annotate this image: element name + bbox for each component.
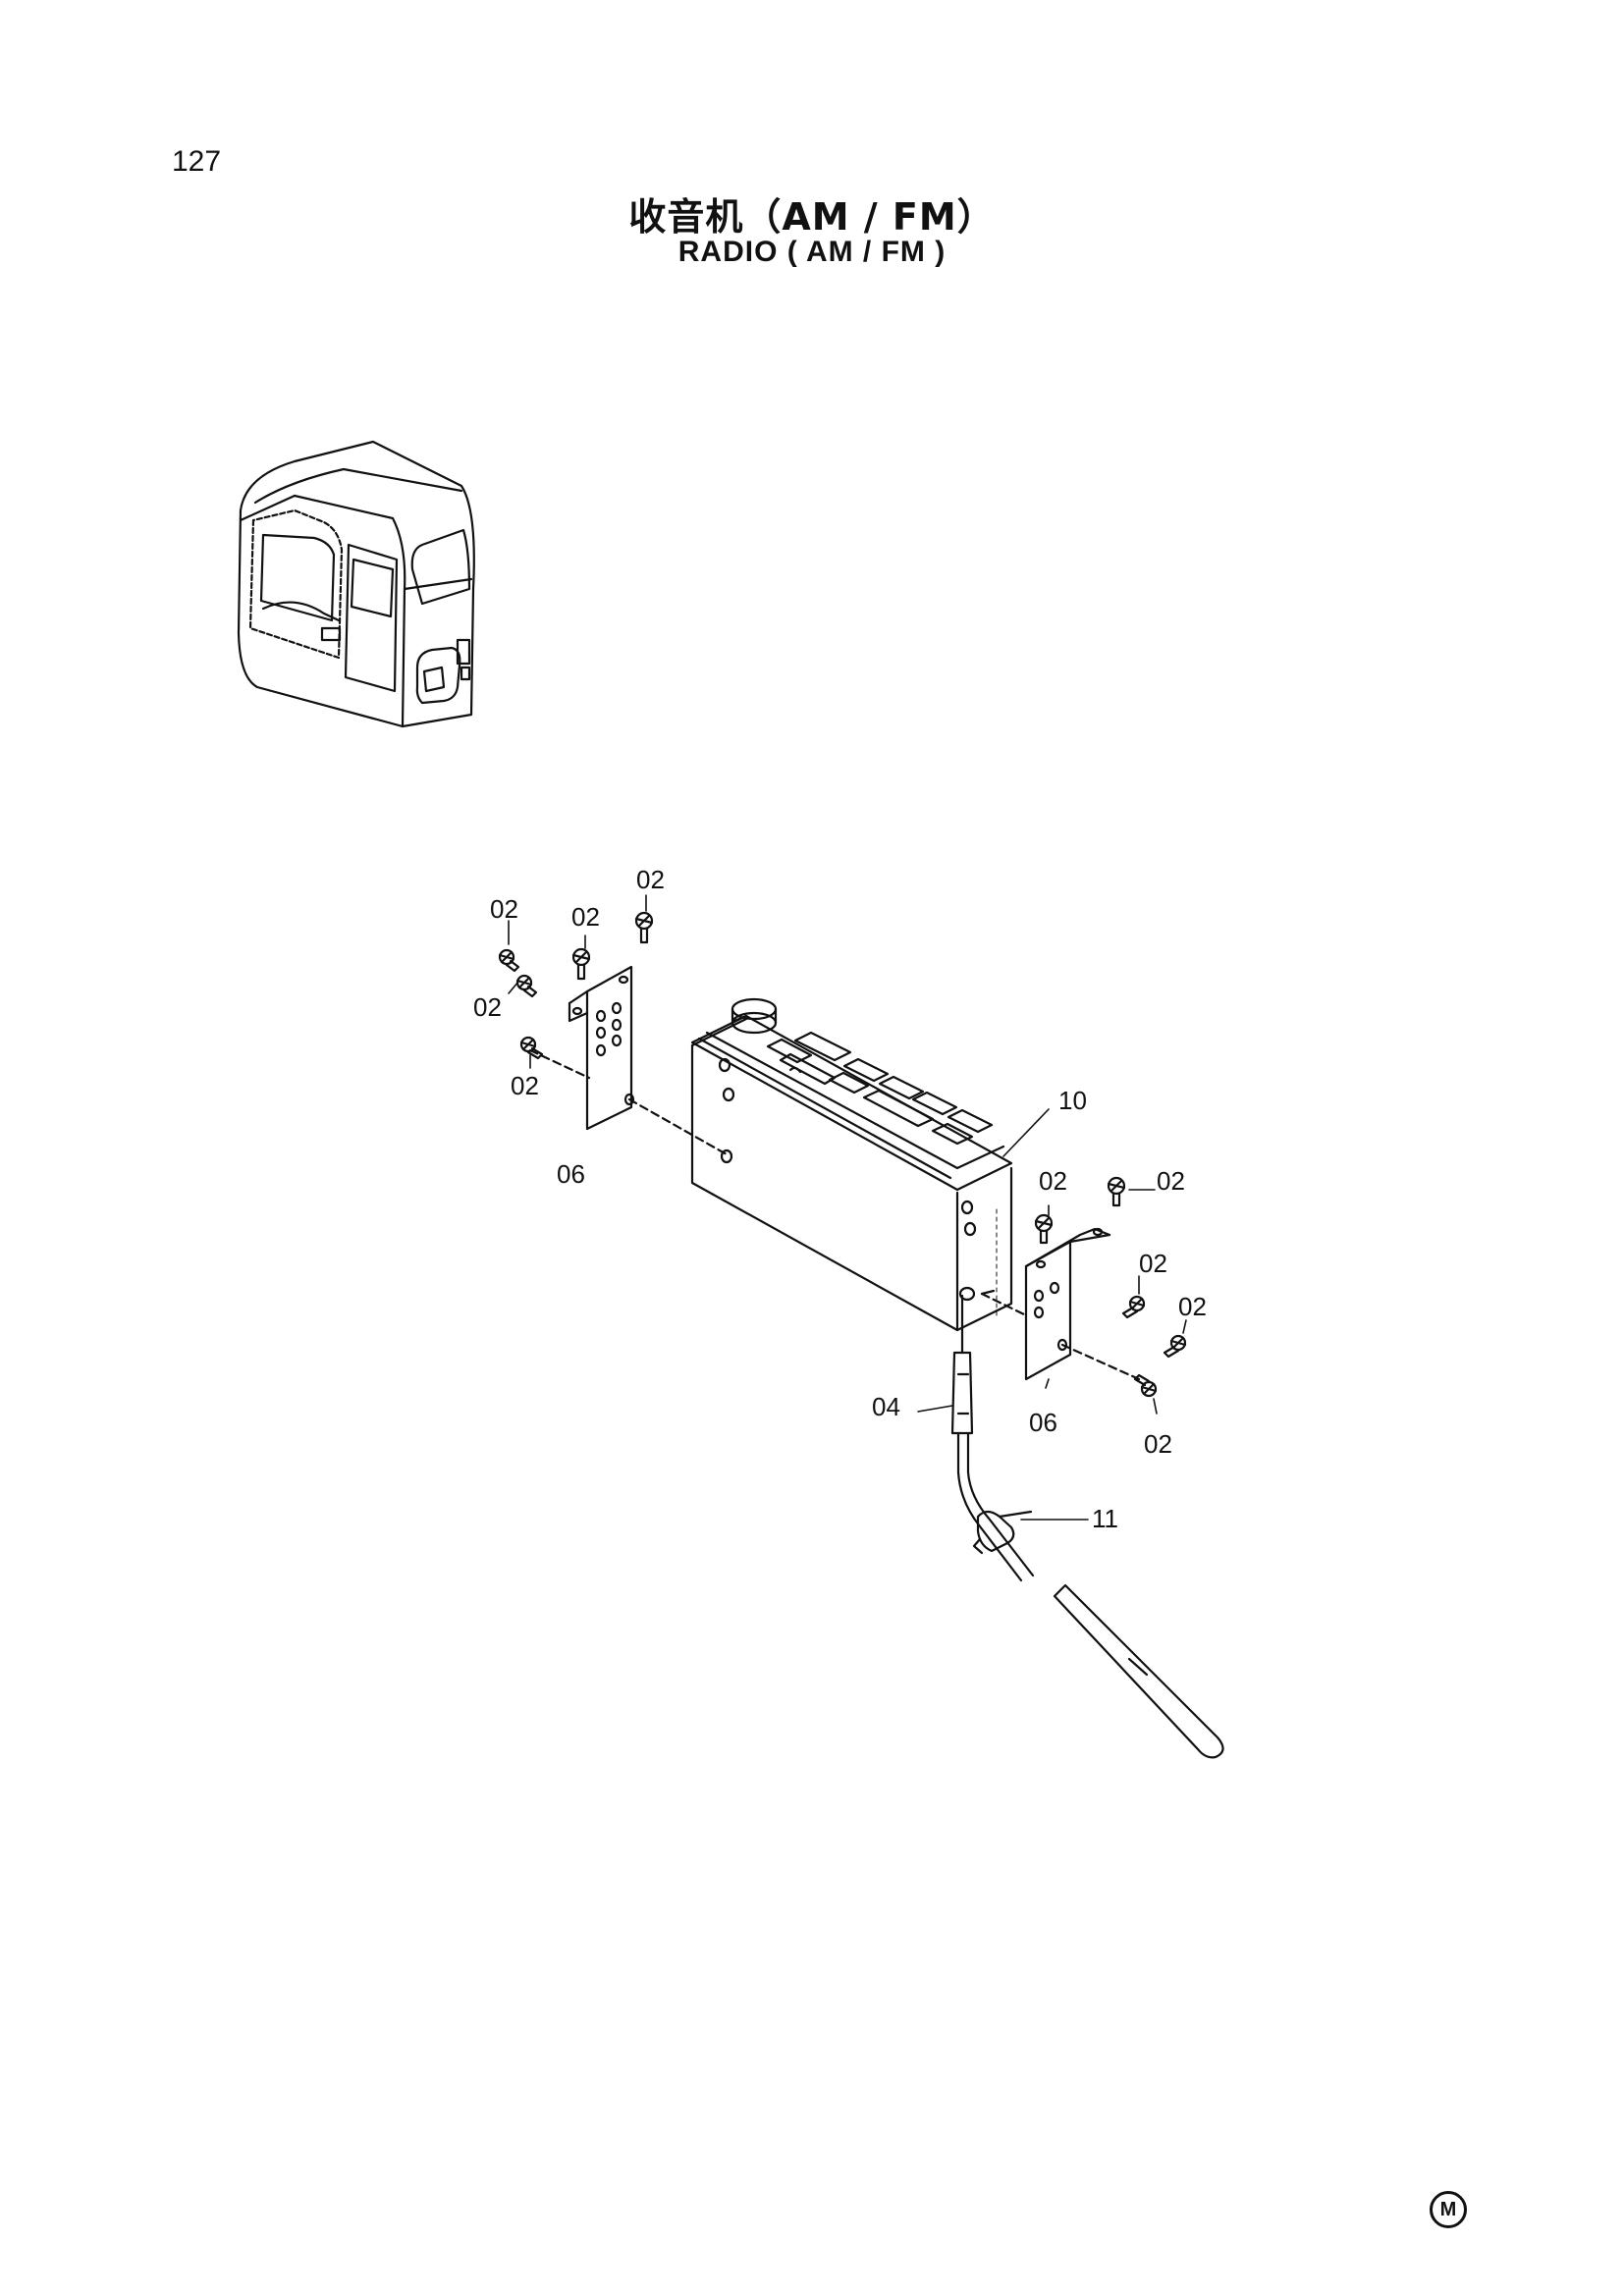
callout-label: 11 <box>1092 1504 1118 1533</box>
screw-fasteners <box>498 911 1187 1398</box>
callout-label: 06 <box>557 1159 585 1189</box>
right-bracket <box>980 1227 1141 1381</box>
callout-label: 02 <box>490 894 518 924</box>
radio-unit <box>690 997 1013 1332</box>
callout-label: 02 <box>1157 1166 1185 1196</box>
callout-label: 02 <box>473 992 502 1022</box>
antenna-cable <box>950 1294 1224 1759</box>
cable-clamp <box>972 1510 1033 1555</box>
leader-lines <box>508 894 1187 1521</box>
callout-label: 02 <box>1139 1249 1167 1278</box>
left-bracket <box>528 965 729 1156</box>
callout-label: 02 <box>1039 1166 1067 1196</box>
callout-label: 02 <box>1144 1429 1172 1459</box>
page-title-chinese: 收音机（AM / FM） <box>628 195 996 239</box>
callout-label: 10 <box>1058 1086 1087 1115</box>
callout-label: 06 <box>1029 1408 1057 1437</box>
callout-labels: 02 02 02 02 02 02 06 10 02 02 02 02 02 0… <box>473 865 1207 1533</box>
callout-label: 02 <box>1178 1292 1207 1321</box>
corner-mark-badge: M <box>1430 2191 1467 2228</box>
callout-label: 02 <box>636 865 665 894</box>
callout-label: 02 <box>511 1071 539 1100</box>
callout-label: 02 <box>571 902 600 932</box>
callout-label: 04 <box>872 1392 900 1421</box>
page-title-english: RADIO ( AM / FM ) <box>677 236 947 268</box>
page-number: 127 <box>172 145 222 178</box>
cab-overview-illustration <box>237 440 475 728</box>
